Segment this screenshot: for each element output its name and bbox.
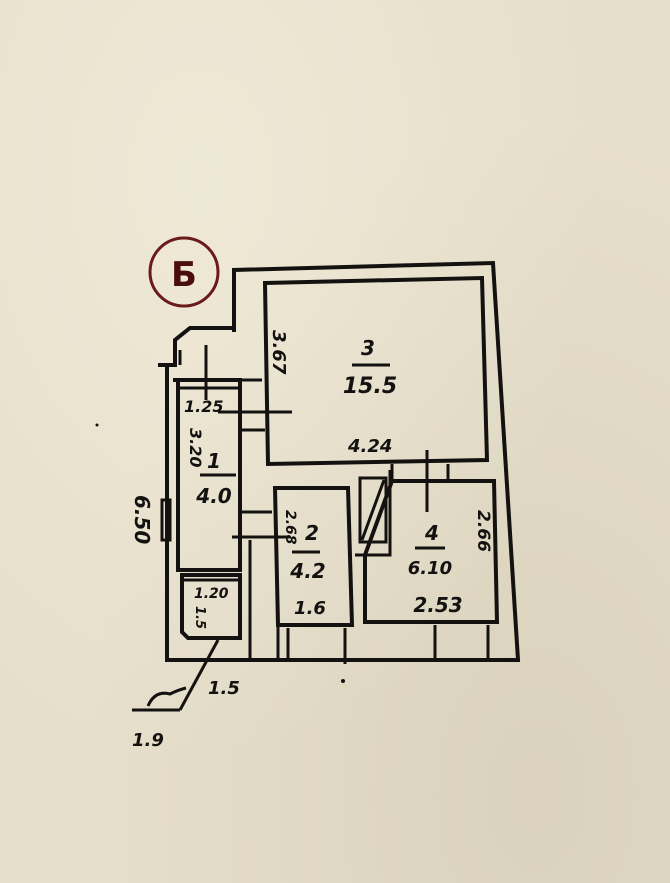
section-marker-label: Б [171, 255, 197, 295]
room-1-area: 4.0 [195, 484, 232, 508]
room-3: 3 15.5 3.67 4.24 [262, 275, 490, 467]
ink-dot [341, 679, 345, 683]
small-room: 1.20 1.5 [180, 573, 242, 640]
overall-height-dim: 6.50 [130, 495, 154, 544]
outer-walls [158, 260, 521, 662]
room-3-number: 3 [361, 336, 375, 360]
loggia-strip [248, 540, 490, 664]
room-1-number: 1 [207, 449, 221, 473]
room-4-number: 4 [424, 521, 439, 545]
room-4-area: 6.10 [408, 558, 452, 579]
small-room-dim-height: 1.5 [192, 606, 207, 629]
section-marker: Б [148, 236, 220, 308]
balcony-width-dim: 1.9 [132, 730, 164, 751]
room-1-dim-height: 3.20 [186, 428, 205, 467]
balcony-callout: 1.5 1.9 [132, 639, 240, 751]
room-2-area: 4.2 [289, 559, 325, 583]
room-4-dim-width: 2.53 [413, 593, 462, 617]
room-2: 2.68 2 4.2 1.6 [272, 486, 355, 627]
small-room-dim-width: 1.20 [194, 586, 229, 602]
room-1: 1.25 3.20 1 4.0 [160, 345, 292, 572]
room-3-area: 15.5 [343, 374, 397, 399]
section-marker-circle [148, 236, 220, 308]
room-2-dim-width: 1.6 [294, 598, 326, 619]
ink-dot [95, 423, 99, 427]
room-1-dim-width: 1.25 [184, 397, 223, 416]
room-3-dim-height: 3.67 [268, 330, 289, 375]
window [160, 498, 172, 542]
room-2-dim-height: 2.68 [282, 510, 298, 545]
ventilation-shaft [355, 470, 392, 557]
room-3-dim-width: 4.24 [347, 436, 392, 457]
room-2-number: 2 [305, 521, 319, 545]
room-4: 4 6.10 2.53 2.66 [363, 450, 500, 624]
room-4-dim-height: 2.66 [473, 510, 493, 552]
balcony-depth-dim: 1.5 [208, 678, 240, 699]
